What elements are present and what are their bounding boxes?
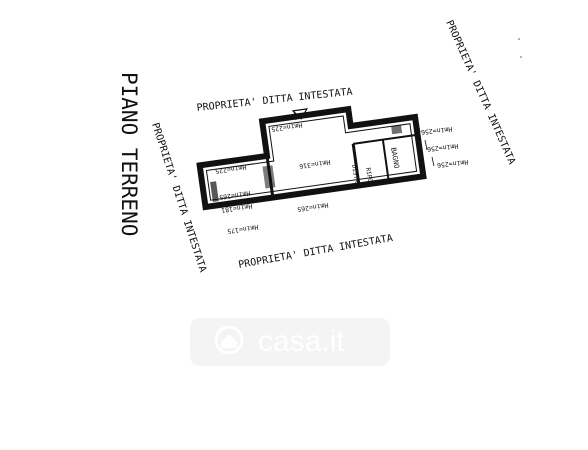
property-label-bottom: PROPRIETA' DITTA INTESTATA	[238, 233, 394, 271]
height-label-center: Hmin=316	[299, 158, 331, 170]
height-label-top-room: Hmin=225	[271, 121, 303, 133]
property-label-left: PROPRIETA' DITTA INTESTATA	[149, 122, 208, 274]
dimension-ticks	[293, 111, 435, 167]
height-label-left-d: Hmin=175	[227, 223, 259, 235]
room-label-bathroom: BAGNO	[389, 147, 401, 169]
room-label-closet: RIPO	[364, 167, 373, 183]
speck	[520, 56, 522, 58]
speck	[518, 38, 520, 40]
watermark: casa.it	[190, 318, 390, 366]
height-label-right-b: Hmin=256	[427, 142, 459, 153]
house-icon	[221, 334, 237, 348]
height-label-right-c: Hmin=256	[437, 158, 469, 169]
plan-walls	[196, 105, 427, 211]
room-label-storage: DISTR	[350, 164, 360, 183]
floor-label: PIANO TERRENO	[117, 72, 141, 236]
house-icon	[214, 325, 244, 355]
height-label-center-low: Hmin=265	[297, 201, 329, 213]
watermark-text: casa.it	[258, 325, 345, 358]
height-label-right-a: Hmin=256	[421, 125, 453, 136]
